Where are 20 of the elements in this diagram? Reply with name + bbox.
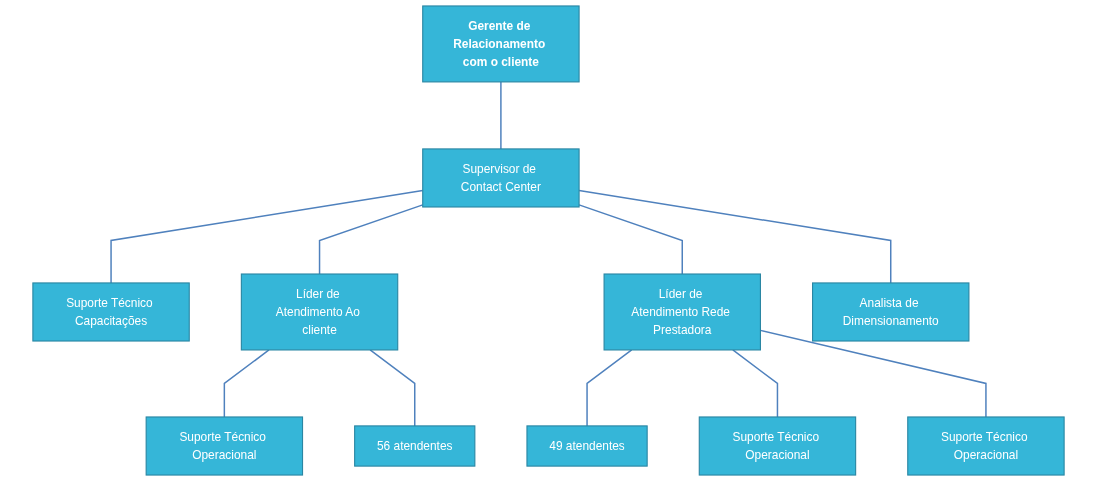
node-box: Suporte Técnico Operacional <box>698 416 857 476</box>
node-box: 56 atendentes <box>354 425 476 467</box>
connector <box>586 349 633 427</box>
node-box: Supervisor de Contact Center <box>422 148 580 208</box>
connector <box>578 204 683 275</box>
connector <box>732 349 779 418</box>
connector <box>318 204 424 275</box>
connector <box>369 349 416 427</box>
node-box: Suporte Técnico Operacional <box>145 416 304 476</box>
node-box: Suporte Técnico Operacional <box>907 416 1065 476</box>
node-box: Gerente de Relacionamento com o cliente <box>422 5 580 83</box>
node-box: Líder de Atendimento Ao cliente <box>240 273 399 351</box>
connector <box>500 81 502 150</box>
node-box: Líder de Atendimento Rede Prestadora <box>603 273 761 351</box>
node-box: Suporte Técnico Capacitações <box>32 282 190 342</box>
node-box: 49 atendentes <box>526 425 648 467</box>
node-box: Analista de Dimensionamento <box>812 282 970 342</box>
connector <box>578 189 892 284</box>
connector <box>110 189 424 284</box>
connector <box>223 349 270 418</box>
